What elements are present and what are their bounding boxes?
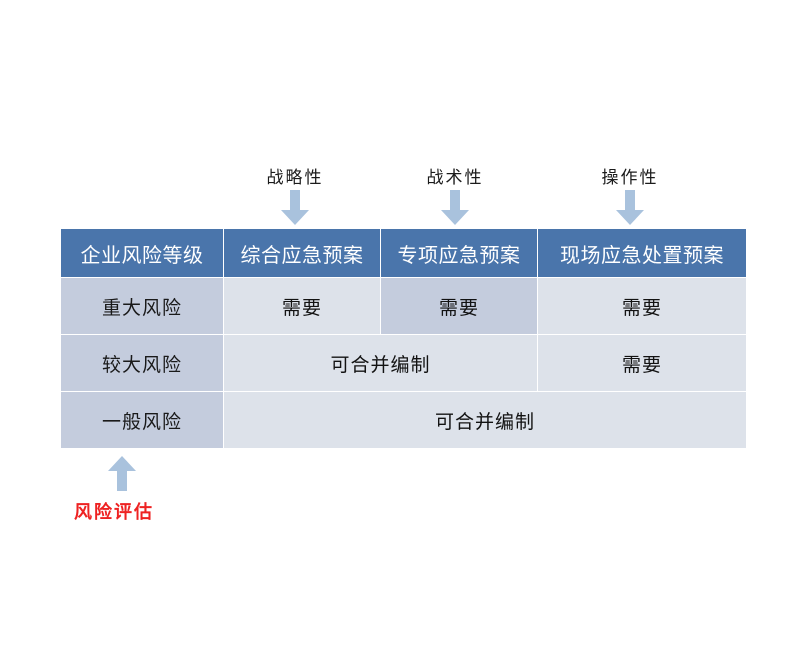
arrow-down-icon-strategic [280,190,310,226]
annotation-label-operational: 操作性 [601,168,659,188]
row-header-major-risk: 重大风险 [61,278,223,334]
table-header-row: 企业风险等级 综合应急预案 专项应急预案 现场应急处置预案 [61,229,746,277]
table-row: 较大风险 可合并编制 需要 [61,335,746,391]
column-header-comprehensive-plan: 综合应急预案 [224,229,380,277]
arrow-down-icon-tactical [440,190,470,226]
row-header-general-risk: 一般风险 [61,392,223,448]
row-header-large-risk: 较大风险 [61,335,223,391]
cell-major-special: 需要 [381,278,537,334]
cell-large-merged-comprehensive-special: 可合并编制 [224,335,537,391]
arrow-up-icon-risk-assessment [107,455,137,491]
column-header-risk-level: 企业风险等级 [61,229,223,277]
table-row: 重大风险 需要 需要 需要 [61,278,746,334]
column-header-special-plan: 专项应急预案 [381,229,537,277]
cell-major-onsite: 需要 [538,278,746,334]
cell-major-comprehensive: 需要 [224,278,380,334]
column-header-onsite-plan: 现场应急处置预案 [538,229,746,277]
annotation-label-risk-assessment: 风险评估 [74,502,154,523]
annotation-label-strategic: 战略性 [266,168,324,188]
cell-general-merged-all-plans: 可合并编制 [224,392,746,448]
arrow-down-icon-operational [615,190,645,226]
emergency-plan-matrix-table: 企业风险等级 综合应急预案 专项应急预案 现场应急处置预案 重大风险 需要 需要… [60,228,747,449]
annotation-label-tactical: 战术性 [426,168,484,188]
table-row: 一般风险 可合并编制 [61,392,746,448]
cell-large-onsite: 需要 [538,335,746,391]
